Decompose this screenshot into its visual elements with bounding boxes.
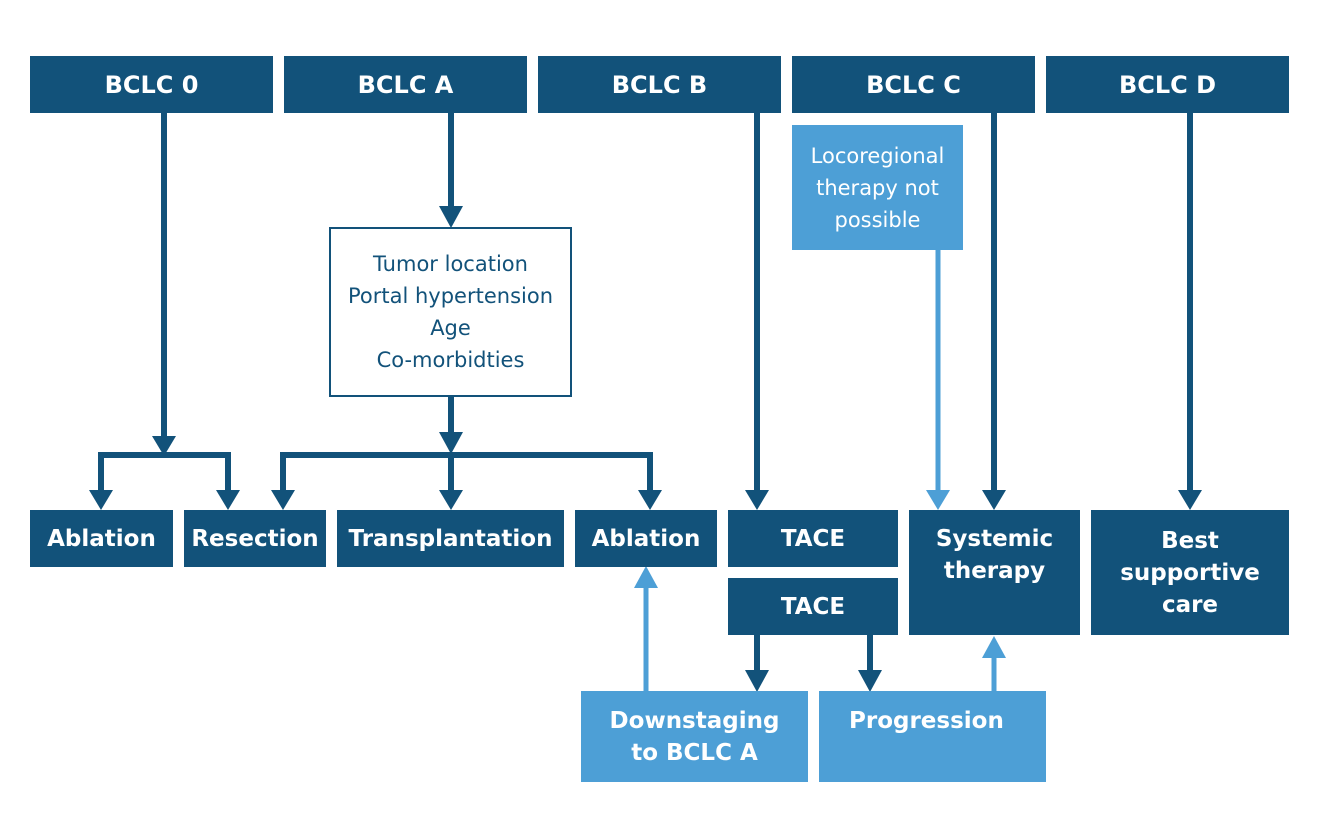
bsc-line1: Best	[1161, 527, 1219, 554]
systemic-line2: therapy	[943, 558, 1046, 584]
criteria-comorbidities: Co-morbidties	[376, 348, 525, 372]
criteria-portal-hypertension: Portal hypertension	[347, 284, 554, 308]
treatment-ablation-right: Ablation	[575, 510, 717, 567]
stage-bclc0: BCLC 0	[30, 56, 273, 113]
criteria-tumor-location: Tumor location	[373, 252, 528, 276]
outcome-progression: Progression	[819, 691, 1046, 782]
systemic-line1: Systemic	[935, 526, 1054, 552]
stage-bclca: BCLC A	[284, 56, 527, 113]
treatment-tace-top: TACE	[728, 510, 898, 567]
downstaging-line2: to BCLC A	[631, 739, 758, 766]
locoregional-box: Locoregional therapy not possible	[792, 125, 963, 250]
treatment-ablation-right-label: Ablation	[591, 525, 701, 552]
treatment-transplantation-label: Transplantation	[348, 525, 553, 552]
downstaging-line1: Downstaging	[609, 707, 780, 734]
treatment-ablation-left: Ablation	[30, 510, 173, 567]
stage-bclcc-label: BCLC C	[866, 70, 961, 99]
treatment-tace-bottom-label: TACE	[780, 593, 846, 620]
stage-bclcd-label: BCLC D	[1118, 70, 1217, 99]
bsc-line3: care	[1161, 591, 1219, 618]
treatment-best-supportive-care: Best supportive care	[1091, 510, 1289, 635]
treatment-resection-label: Resection	[191, 525, 319, 552]
stage-bclcb: BCLC B	[538, 56, 781, 113]
criteria-age: Age	[430, 316, 471, 340]
locoregional-line2: therapy not	[816, 175, 939, 200]
criteria-box: Tumor location Portal hypertension Age C…	[329, 227, 572, 397]
treatment-tace-bottom: TACE	[728, 578, 898, 635]
stage-bclcd: BCLC D	[1046, 56, 1289, 113]
locoregional-line1: Locoregional	[810, 143, 945, 168]
stage-bclca-label: BCLC A	[357, 70, 454, 99]
stage-bclcc: BCLC C	[792, 56, 1035, 113]
treatment-tace-top-label: TACE	[780, 525, 846, 552]
treatment-ablation-left-label: Ablation	[47, 525, 156, 552]
treatment-transplantation: Transplantation	[337, 510, 564, 567]
locoregional-line3: possible	[834, 207, 921, 232]
treatment-resection: Resection	[184, 510, 326, 567]
bsc-line2: supportive	[1120, 559, 1260, 586]
outcome-downstaging: Downstaging to BCLC A	[581, 691, 808, 782]
stage-bclcb-label: BCLC B	[611, 70, 708, 99]
progression-label: Progression	[849, 708, 1004, 734]
treatment-systemic-therapy: Systemic therapy	[909, 510, 1080, 635]
stage-bclc0-label: BCLC 0	[104, 70, 199, 99]
